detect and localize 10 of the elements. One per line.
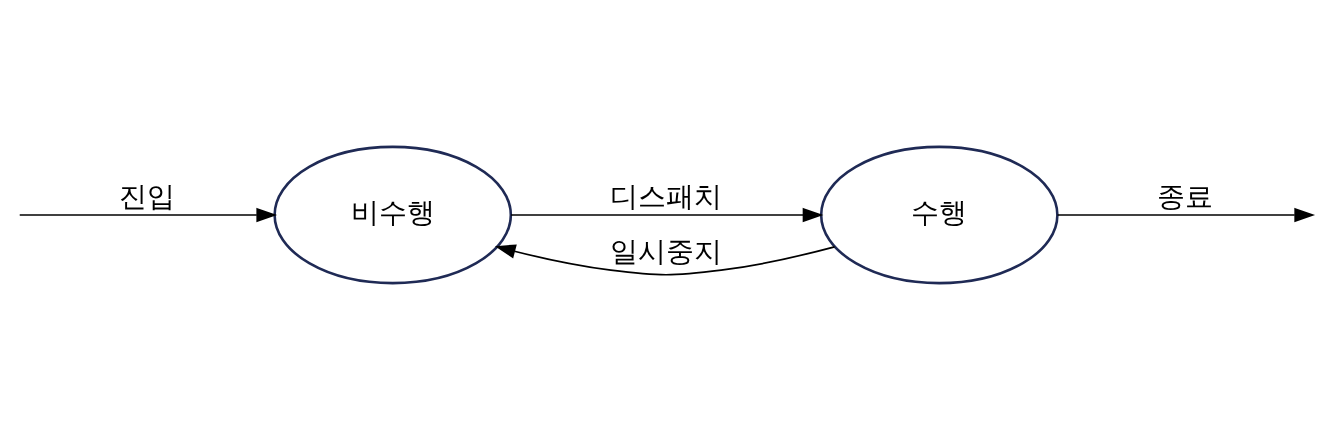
edge-label: 디스패치 — [610, 180, 722, 214]
arrow — [494, 244, 836, 276]
edge-label: 진입 — [119, 180, 176, 214]
arrow — [18, 207, 278, 223]
edge-label: 일시중지 — [610, 235, 722, 269]
node-ellipse: 비수행 — [273, 145, 513, 285]
node-ellipse: 수행 — [819, 145, 1059, 285]
arrow — [1056, 207, 1316, 223]
arrow — [510, 207, 824, 223]
edge-label: 종료 — [1156, 180, 1213, 214]
